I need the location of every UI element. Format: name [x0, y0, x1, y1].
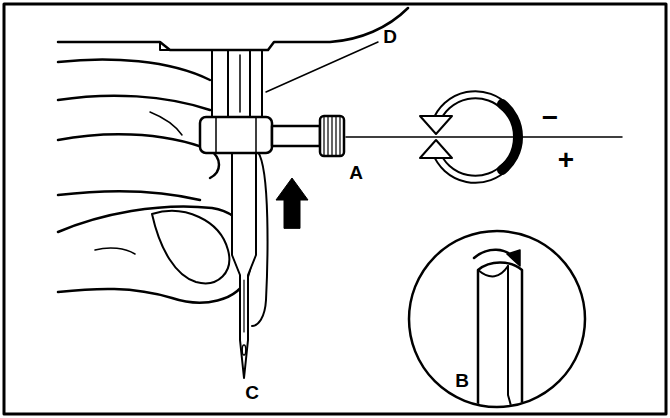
thumb: [58, 206, 252, 302]
rotation-arrowhead: [420, 140, 452, 158]
screw-knob: [324, 116, 340, 156]
needle-flat-side: [508, 266, 515, 418]
hand: [150, 112, 182, 135]
flat-side-arrowhead: [507, 250, 520, 266]
callout-letter: B: [455, 371, 469, 390]
hand: [58, 96, 210, 110]
needle-bar: [239, 55, 241, 112]
needle-clamp: [200, 117, 272, 153]
direction-sign: −: [542, 104, 558, 132]
hand: [58, 134, 219, 178]
thumb: [95, 248, 135, 254]
push-up-arrow: [276, 178, 308, 228]
hand: [58, 59, 210, 80]
machine-head: [160, 42, 170, 50]
callout-letter: D: [383, 27, 397, 46]
frame: [4, 4, 666, 414]
needle-clamp: [216, 117, 256, 153]
axis-line: [346, 136, 622, 138]
leader-line: [266, 42, 378, 92]
clamp-screw: [272, 126, 320, 146]
needle: [232, 150, 256, 378]
needle-shank: [478, 266, 508, 276]
needle-eye: [242, 345, 246, 355]
callout-letter: A: [349, 163, 363, 182]
inset-circle: [409, 231, 585, 407]
rotation-arrowhead: [420, 116, 452, 134]
screw-knob: [320, 116, 344, 156]
direction-sign: +: [558, 146, 574, 174]
needle-shank: [478, 263, 522, 418]
machine-head: [58, 8, 408, 50]
callout-letter: C: [245, 383, 259, 402]
hand: [58, 191, 200, 200]
rotation-arrow-band: [502, 104, 518, 170]
needle-bar: [212, 50, 262, 118]
thumb-nail: [152, 211, 229, 283]
needle-groove: [243, 280, 244, 332]
